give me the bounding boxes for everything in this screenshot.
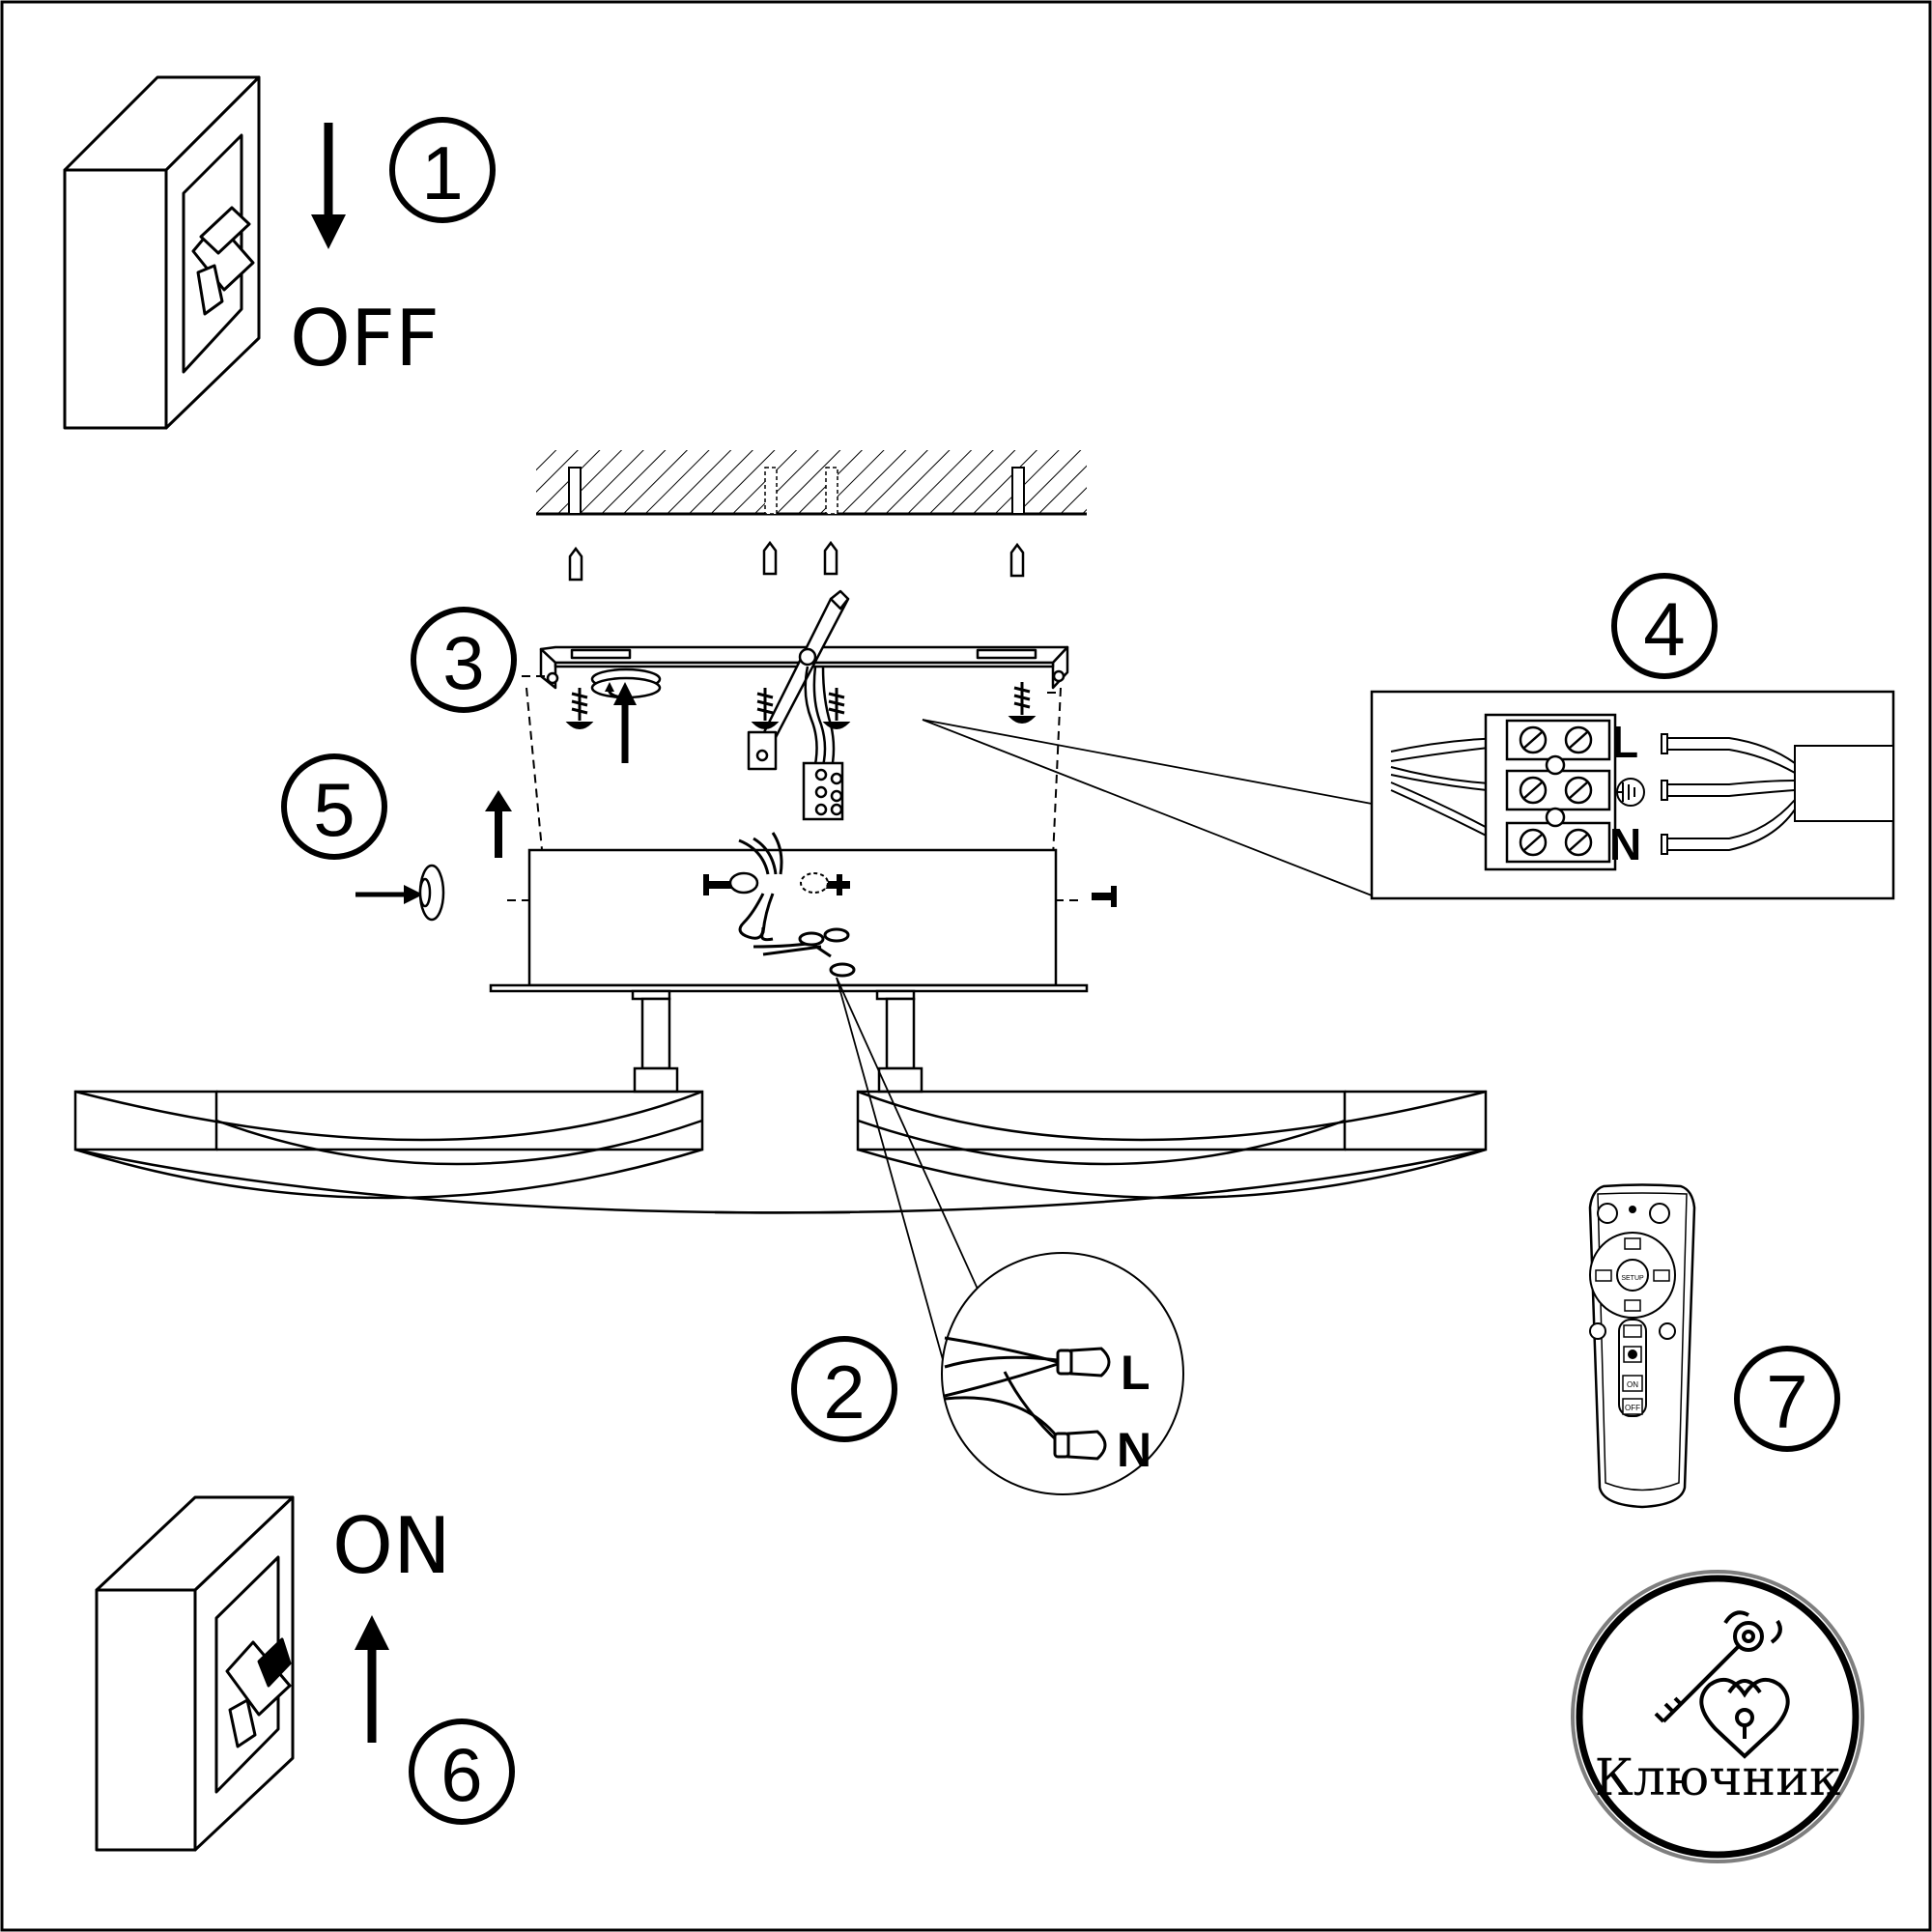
ceiling-surface (536, 450, 1087, 516)
decorative-nut-icon (418, 864, 445, 922)
bracket-wires (802, 666, 844, 821)
svg-text:2: 2 (823, 1350, 865, 1435)
remote-control: SETUP ON OFF (1588, 1183, 1696, 1509)
step-6-badge: 6 (409, 1719, 515, 1825)
wire-detail-zoom: L N (941, 1252, 1184, 1495)
terminal-live-label: L (1611, 717, 1638, 767)
svg-text:7: 7 (1766, 1359, 1807, 1444)
remote-on-button[interactable] (1622, 1375, 1643, 1392)
led-arm-left (73, 1090, 851, 1214)
step-5-badge: 5 (281, 753, 387, 860)
key-and-heart-padlock-icon (1654, 1610, 1790, 1759)
up-arrow-icon (355, 1615, 389, 1743)
remote-setup-label: SETUP (1621, 1275, 1644, 1282)
ground-symbol-icon (1616, 778, 1645, 807)
remote-off-button[interactable] (1622, 1398, 1643, 1415)
wall-switch-off (63, 75, 261, 430)
rotate-arrow-icon (605, 682, 627, 699)
callout-lines (836, 719, 1373, 1375)
step-3-badge: 3 (411, 607, 517, 713)
terminal-detail-panel: L N (1370, 690, 1895, 900)
right-arrow-icon (355, 885, 423, 904)
step-4-badge: 4 (1611, 573, 1718, 679)
step-7-badge: 7 (1734, 1346, 1840, 1452)
up-arrow-icon (485, 790, 512, 858)
lamp-canopy (489, 848, 1089, 993)
canopy-screw-icon (703, 871, 1117, 907)
switch-off-label: OFF (290, 294, 440, 384)
svg-text:5: 5 (313, 767, 355, 852)
step-1-badge: 1 (389, 117, 496, 223)
terminal-neutral-label: N (1609, 819, 1641, 869)
up-arrow-icon (613, 682, 637, 763)
brand-name: Ключник (1595, 1749, 1841, 1807)
led-arm-right (714, 1090, 1488, 1214)
canopy-wires (738, 832, 856, 978)
svg-text:6: 6 (440, 1732, 482, 1817)
svg-text:3: 3 (442, 620, 484, 705)
wire-neutral-label: N (1117, 1423, 1151, 1477)
remote-on-label: ON (1627, 1380, 1638, 1389)
svg-text:4: 4 (1643, 586, 1685, 671)
lamp-stem (631, 989, 923, 1094)
wire-live-label: L (1121, 1346, 1151, 1400)
wall-plug-icon (568, 540, 1025, 582)
brand-logo: Ключник (1571, 1570, 1864, 1863)
wall-switch-on (95, 1495, 295, 1852)
remote-off-label: OFF (1625, 1404, 1640, 1412)
step-2-badge: 2 (791, 1336, 897, 1442)
switch-on-label: ON (332, 1501, 451, 1591)
down-arrow-icon (311, 123, 346, 249)
svg-text:1: 1 (421, 130, 463, 215)
mounting-bracket (539, 589, 1069, 771)
